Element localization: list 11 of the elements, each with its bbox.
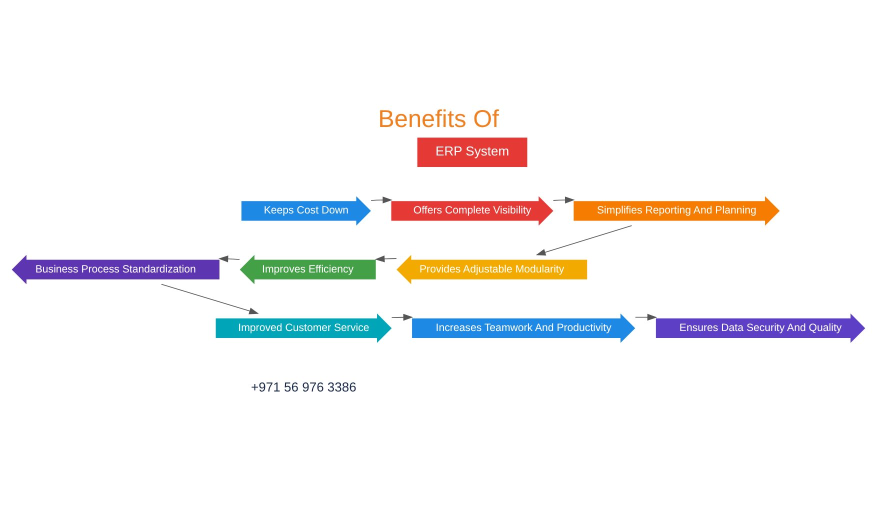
label: +971 56 976 3386 bbox=[251, 379, 356, 394]
arrow bbox=[552, 196, 575, 203]
arrow bbox=[536, 224, 632, 256]
arrow bbox=[218, 254, 240, 262]
arrow bbox=[634, 313, 658, 320]
label: ERP System bbox=[436, 142, 510, 158]
diagram-title: Benefits Of bbox=[378, 106, 499, 133]
arrow bbox=[370, 196, 392, 203]
arrow bbox=[160, 283, 259, 314]
arrow bbox=[391, 313, 414, 320]
arrow bbox=[374, 254, 397, 262]
